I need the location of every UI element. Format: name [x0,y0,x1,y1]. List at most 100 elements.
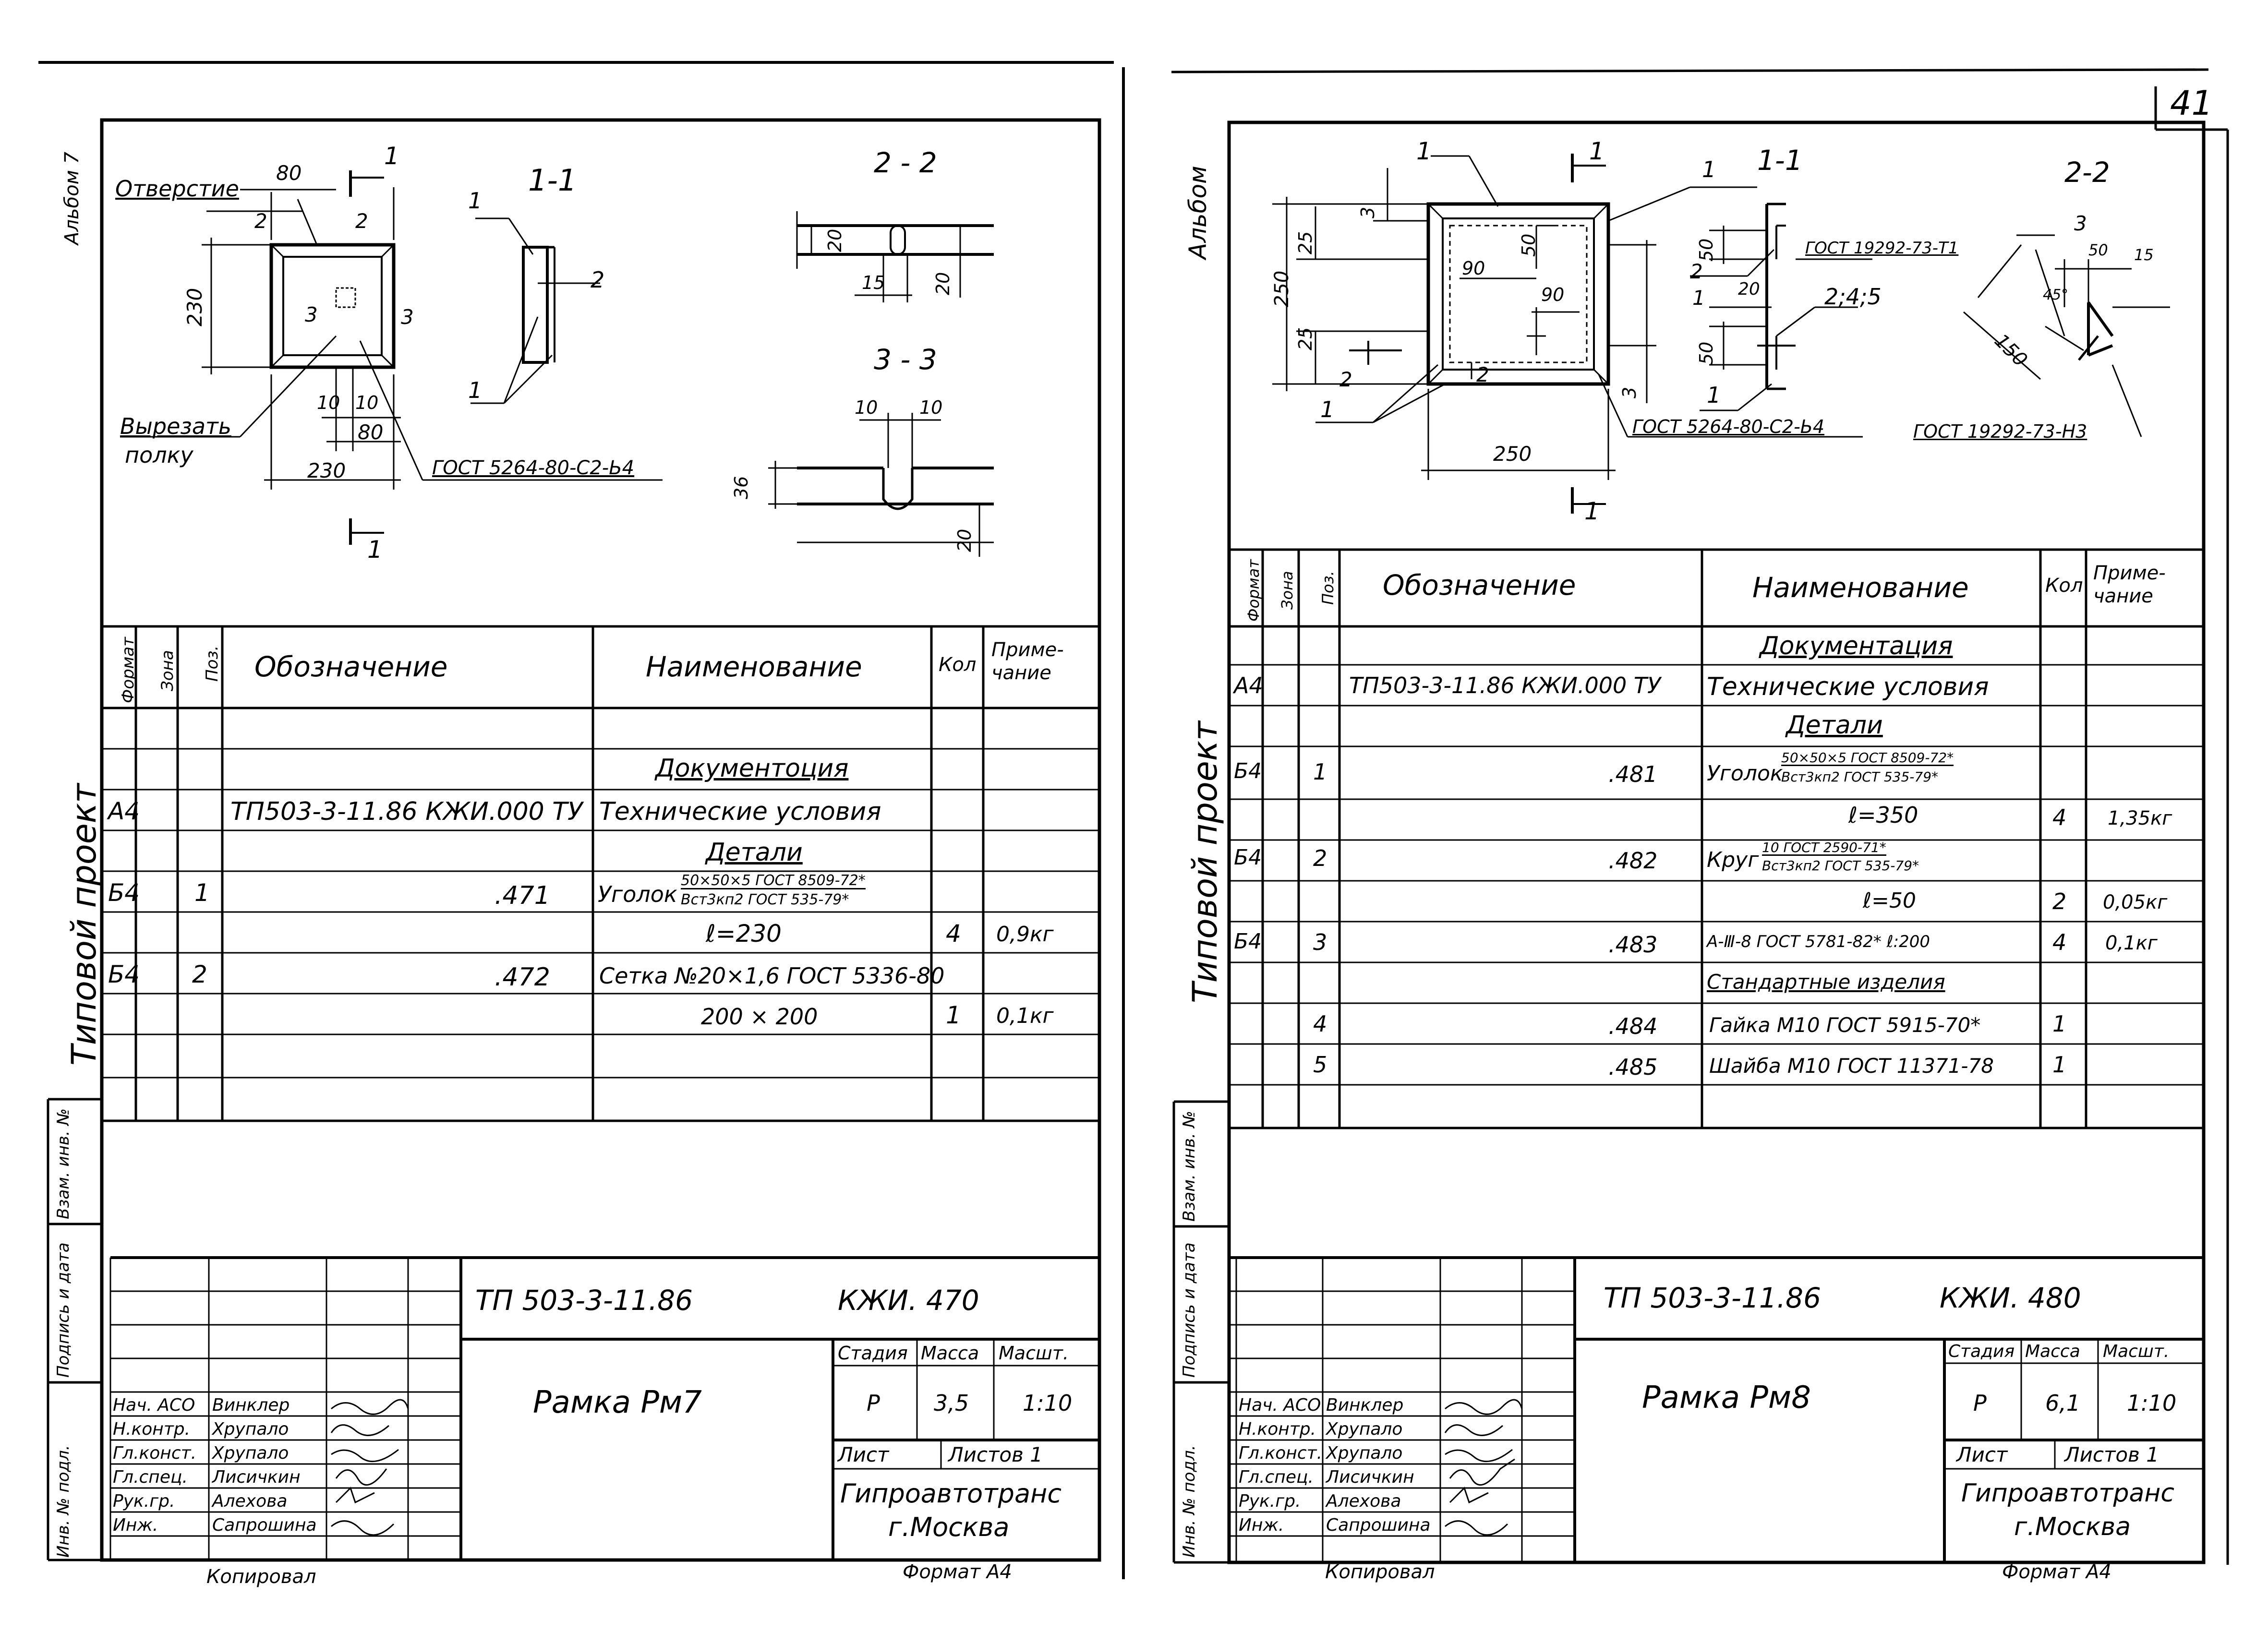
right-row-2-name: Технические условия [1707,672,1989,701]
right-dim-250v: 250 [1271,270,1293,307]
left-plan-view [120,170,663,545]
right-dim-50-sec22: 50 [2088,241,2108,259]
left-row-5-name: ℓ=230 [706,920,782,948]
left-cut-mark-top: 1 [384,142,399,170]
right-tb-mass-hdr: Масса [2025,1342,2080,1361]
right-row-7-qty: 2 [2052,888,2067,914]
right-margin-label: Альбом [1184,166,1212,259]
left-dim-2a: 2 [254,209,267,233]
right-tb-code: КЖИ. 480 [1940,1282,2081,1314]
right-th-pos: Поз. [1319,571,1337,605]
right-row-9-name: Стандартные изделия [1707,970,1945,994]
left-tb-sheet: Лист [838,1443,889,1466]
left-tb-role-3: Гл.конст. [113,1443,197,1463]
right-tb-name-1: Винклер [1326,1395,1404,1415]
right-th-format: Формат [1244,559,1263,622]
right-dim-3a: 3 [1357,206,1378,218]
right-tb-role-6: Инж. [1239,1515,1284,1535]
right-tb-role-4: Гл.спец. [1239,1467,1314,1487]
left-row-7-name: 200 × 200 [701,1004,818,1030]
right-row-4-frac-top: 50×50×5 ГОСТ 8509-72* [1781,750,1954,766]
left-dim-80b: 80 [358,420,384,444]
left-s33-dim-10a: 10 [855,397,878,418]
left-tb-scale: 1:10 [1023,1390,1073,1416]
left-row-6-pos: 2 [192,960,207,988]
left-tb-role-4: Гл.спец. [113,1467,188,1487]
left-section-33-title: 3 - 3 [874,343,937,376]
right-tb-name-2: Хрупало [1326,1419,1403,1439]
right-th-name: Наименование [1752,571,1969,604]
right-tb-name: Рамка Рм8 [1642,1380,1811,1416]
right-tb-scale: 1:10 [2127,1390,2177,1416]
left-label-hole: Отверстие [115,176,239,202]
right-row-8-name: А-Ⅲ-8 ГОСТ 5781-82* ℓ:200 [1707,932,1930,951]
right-tb-name-4: Лисичкин [1326,1467,1414,1487]
left-tb-name-3: Хрупало [212,1443,289,1463]
right-th-zone: Зона [1278,571,1296,610]
right-dim-25b: 25 [1295,327,1316,350]
right-stub-label-3: Взам. инв. № [1180,1111,1199,1222]
left-row-4-frac-bot: Вст3кп2 ГОСТ 535-79* [681,891,849,908]
right-row-8-format: Б4 [1234,929,1262,954]
right-section-11 [1690,203,1872,411]
right-row-4-designation: .481 [1608,761,1658,787]
right-label-gost-h3: ГОСТ 19292-73-Н3 [1913,421,2087,442]
left-row-4-format: Б4 [108,879,140,907]
right-th-note: Приме- чание [2093,562,2166,607]
right-copied: Копировал [1325,1561,1435,1583]
left-section-22-title: 2 - 2 [874,146,937,179]
left-dim-10a: 10 [317,392,340,413]
left-mark-3b: 3 [401,305,414,329]
left-tb-role-1: Нач. АСО [113,1395,195,1415]
right-th-qty: Кол [2045,575,2083,597]
left-tb-code: КЖИ. 470 [838,1284,979,1317]
signatures [330,1399,409,1536]
left-sheet: Альбом 7 Типовой проект Инв. № подл. Под… [0,0,1123,1644]
right-tb-name-5: Алехова [1326,1491,1401,1511]
left-label-cut: Вырезать [120,413,231,439]
left-s11-mark-1a: 1 [468,188,483,214]
right-row-5-name: ℓ=350 [1848,802,1918,828]
left-format: Формат А4 [903,1561,1012,1583]
left-s22-dim-15: 15 [862,272,885,293]
right-mark-1a: 1 [1416,137,1432,165]
left-row-5-note: 0,9кг [996,922,1054,947]
right-label-gost-angle: ГОСТ 19292-73-Т1 [1805,239,1959,258]
right-tb-mass: 6,1 [2045,1390,2081,1416]
left-row-2-designation: ТП503-3-11.86 КЖИ.000 ТУ [230,797,583,826]
left-th-qty: Кол [939,654,977,676]
right-tb-designation: ТП 503-3-11.86 [1604,1282,1821,1314]
right-dim-50c: 50 [1696,341,1717,365]
left-dim-2b: 2 [355,209,368,233]
right-row-2-designation: ТП503-3-11.86 КЖИ.000 ТУ [1349,672,1661,698]
left-s33-dim-10b: 10 [919,397,943,418]
right-mark-2b: 2 [1476,363,1489,386]
right-mark-1c: 1 [1702,156,1716,182]
right-mark-1b: 1 [1320,396,1335,422]
left-tb-scale-hdr: Масшт. [999,1343,1069,1364]
page-number: 41 [2170,84,2213,123]
right-tb-sheet: Лист [1956,1443,2008,1466]
right-row-7-name: ℓ=50 [1863,888,1917,913]
right-tb-sheets: Листов 1 [2064,1443,2159,1466]
right-row-8-qty: 4 [2052,929,2067,955]
left-tb-role-5: Рук.гр. [113,1491,175,1511]
left-tb-mass: 3,5 [934,1390,969,1416]
right-tb-role-5: Рук.гр. [1239,1491,1301,1511]
right-dim-3c: 3 [2074,212,2087,235]
left-dim-80a: 80 [276,161,302,185]
right-row-6-frac-top: 10 ГОСТ 2590-71* [1762,840,1886,856]
left-section-22 [796,211,994,302]
right-tb-name-3: Хрупало [1326,1443,1403,1463]
right-row-8-note: 0,1кг [2105,932,2158,954]
right-stub-label-2: Подпись и дата [1180,1242,1199,1378]
right-row-4-frac-bot: Вст3кп2 ГОСТ 535-79* [1781,769,1939,785]
right-section-22-title: 2-2 [2064,156,2110,189]
right-signatures [1444,1399,1523,1536]
left-row-1-name: Документоция [655,754,849,783]
left-tb-name-6: Сапрошина [212,1515,317,1535]
right-row-8-designation: .483 [1608,932,1658,958]
right-tb-role-2: Н.контр. [1239,1419,1316,1439]
left-row-7-note: 0,1кг [996,1004,1054,1028]
left-tb-name-2: Хрупало [212,1419,289,1439]
